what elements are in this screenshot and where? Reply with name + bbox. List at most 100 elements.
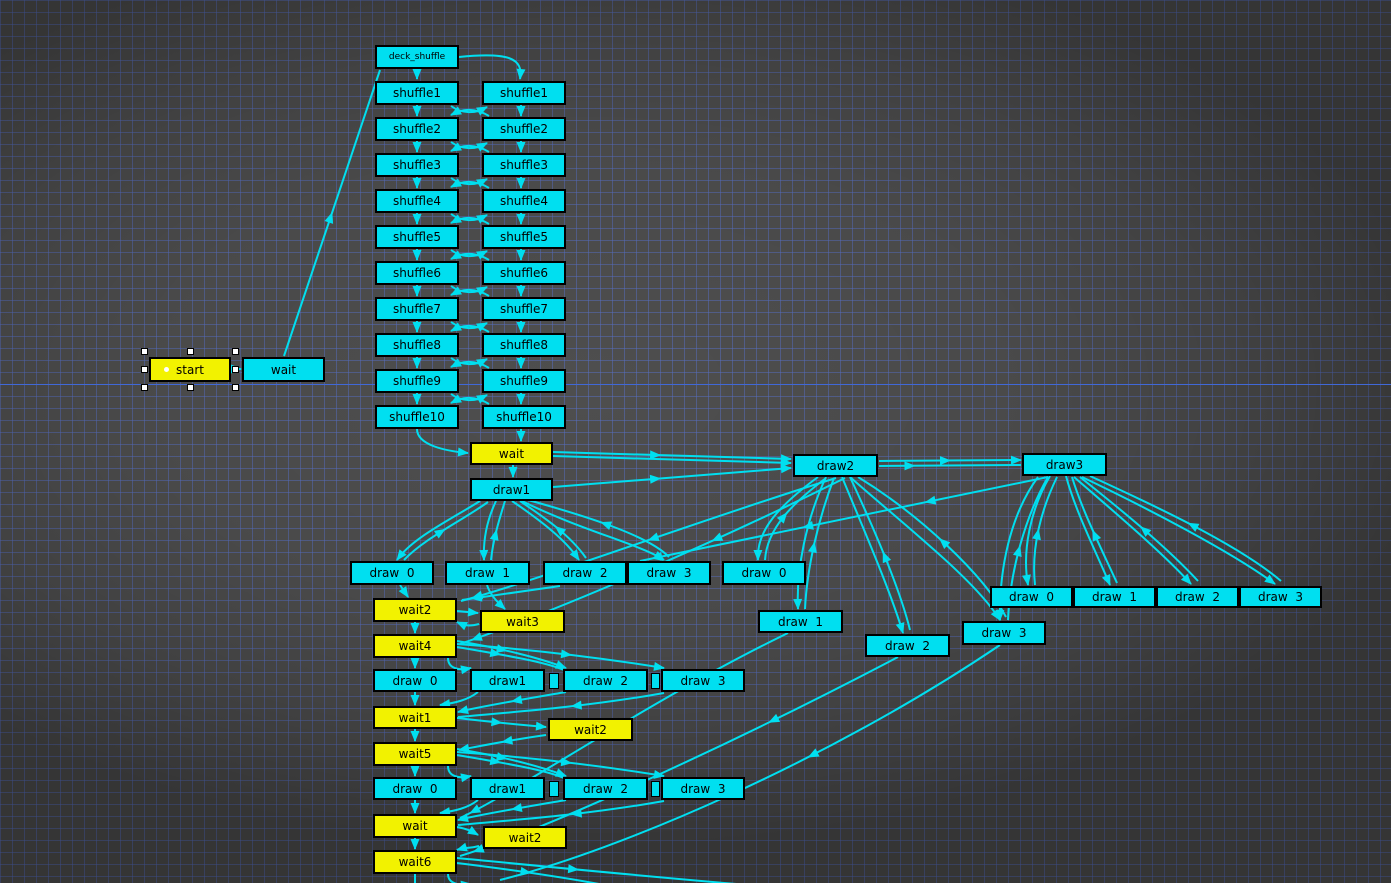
- node-wait2-b[interactable]: wait2: [548, 718, 633, 741]
- node-wait6[interactable]: wait6: [373, 850, 457, 874]
- selection-handle[interactable]: [141, 348, 148, 355]
- node-label: draw 2: [583, 781, 628, 796]
- arrowhead-icon: [489, 756, 502, 766]
- edge-arrow: [1065, 475, 1111, 586]
- node-r1-draw0[interactable]: draw 0: [350, 561, 434, 585]
- arrowhead-icon: [476, 214, 488, 224]
- node-shuffle2-l[interactable]: shuffle2: [375, 117, 459, 141]
- node-wait2-a[interactable]: wait2: [373, 598, 457, 622]
- node-shuffle3-r[interactable]: shuffle3: [482, 153, 566, 177]
- edge-arrow: [1025, 475, 1051, 586]
- node-r1-draw2[interactable]: draw 2: [543, 561, 627, 585]
- node-wait-low[interactable]: wait: [373, 814, 457, 838]
- selection-handle[interactable]: [232, 348, 239, 355]
- node-r2-draw0[interactable]: draw 0: [373, 669, 457, 692]
- arrowhead-icon: [567, 864, 580, 874]
- arrowhead-icon: [412, 214, 422, 225]
- selection-handle[interactable]: [232, 366, 239, 373]
- node-low-draw3[interactable]: draw 3: [962, 621, 1046, 645]
- node-r2-draw1[interactable]: draw1: [470, 669, 545, 692]
- arrowhead-icon: [516, 106, 526, 117]
- node-shuffle10-r[interactable]: shuffle10: [482, 405, 566, 429]
- edge-connector-block: [549, 673, 559, 689]
- node-shuffle10-l[interactable]: shuffle10: [375, 405, 459, 429]
- node-shuffle9-l[interactable]: shuffle9: [375, 369, 459, 393]
- node-shuffle2-r[interactable]: shuffle2: [482, 117, 566, 141]
- node-start[interactable]: start: [149, 357, 231, 382]
- node-label: shuffle2: [392, 122, 442, 136]
- node-rr-draw2[interactable]: draw 2: [1156, 586, 1239, 608]
- arrowhead-icon: [711, 532, 724, 542]
- node-shuffle1-r[interactable]: shuffle1: [482, 81, 566, 105]
- node-rr-draw3[interactable]: draw 3: [1239, 586, 1322, 608]
- node-shuffle4-r[interactable]: shuffle4: [482, 189, 566, 213]
- node-rr-draw1[interactable]: draw 1: [1073, 586, 1156, 608]
- arrowhead-icon: [808, 541, 817, 554]
- node-draw2-main[interactable]: draw2: [793, 454, 878, 477]
- node-wait4[interactable]: wait4: [373, 634, 457, 658]
- edge-arrow: [447, 873, 458, 883]
- node-label: wait4: [398, 639, 432, 653]
- node-wait1[interactable]: wait1: [373, 706, 457, 729]
- edge-arrow: [456, 862, 600, 883]
- node-shuffle9-r[interactable]: shuffle9: [482, 369, 566, 393]
- node-r3-draw0[interactable]: draw 0: [373, 777, 457, 800]
- node-shuffle1-l[interactable]: shuffle1: [375, 81, 459, 105]
- node-label: shuffle10: [389, 410, 445, 424]
- node-label: wait: [402, 819, 428, 833]
- node-mid-draw2[interactable]: draw 2: [865, 634, 950, 657]
- selection-handle[interactable]: [141, 366, 148, 373]
- node-shuffle4-l[interactable]: shuffle4: [375, 189, 459, 213]
- node-deck-shuffle[interactable]: deck_shuffle: [375, 45, 459, 69]
- node-shuffle6-r[interactable]: shuffle6: [482, 261, 566, 285]
- node-shuffle7-r[interactable]: shuffle7: [482, 297, 566, 321]
- node-r3-draw3[interactable]: draw 3: [661, 777, 745, 800]
- node-shuffle8-l[interactable]: shuffle8: [375, 333, 459, 357]
- node-mid-draw1[interactable]: draw 1: [758, 610, 843, 633]
- node-r1-draw1[interactable]: draw 1: [445, 561, 530, 585]
- selection-handle[interactable]: [186, 348, 194, 355]
- node-wait2-c[interactable]: wait2: [483, 826, 567, 849]
- selection-handle[interactable]: [232, 384, 239, 391]
- node-rr-draw0[interactable]: draw 0: [990, 586, 1073, 608]
- node-r1-draw0b[interactable]: draw 0: [722, 561, 806, 585]
- arrowhead-icon: [560, 649, 573, 659]
- selection-handle[interactable]: [141, 384, 148, 391]
- node-r2-draw2[interactable]: draw 2: [563, 669, 648, 692]
- node-shuffle5-l[interactable]: shuffle5: [375, 225, 459, 249]
- arrowhead-icon: [501, 735, 514, 745]
- node-label: shuffle3: [392, 158, 442, 172]
- node-r3-draw1[interactable]: draw1: [470, 777, 545, 800]
- arrowhead-icon: [924, 495, 937, 505]
- arrowhead-icon: [516, 322, 526, 333]
- node-r3-draw2[interactable]: draw 2: [563, 777, 648, 800]
- arrowhead-icon: [433, 528, 446, 539]
- arrowhead-icon: [472, 844, 485, 853]
- node-shuffle7-l[interactable]: shuffle7: [375, 297, 459, 321]
- arrowhead-icon: [439, 699, 451, 709]
- node-label: shuffle3: [499, 158, 549, 172]
- node-label: draw2: [816, 458, 855, 473]
- node-shuffle8-r[interactable]: shuffle8: [482, 333, 566, 357]
- edge-arrow: [878, 464, 1022, 467]
- node-shuffle6-l[interactable]: shuffle6: [375, 261, 459, 285]
- arrowhead-icon: [450, 142, 462, 152]
- node-draw1-main[interactable]: draw1: [470, 478, 553, 501]
- node-wait-mid[interactable]: wait: [470, 442, 553, 465]
- node-label: draw 3: [680, 781, 726, 796]
- selection-handle[interactable]: [186, 384, 194, 391]
- node-wait5[interactable]: wait5: [373, 742, 457, 766]
- node-draw3-main[interactable]: draw3: [1022, 453, 1107, 476]
- arrowhead-icon: [653, 550, 665, 561]
- node-label: draw 2: [583, 673, 628, 688]
- node-r1-draw3[interactable]: draw 3: [627, 561, 711, 585]
- node-r2-draw3[interactable]: draw 3: [661, 669, 745, 692]
- node-shuffle3-l[interactable]: shuffle3: [375, 153, 459, 177]
- node-wait3[interactable]: wait3: [480, 610, 565, 633]
- node-shuffle5-r[interactable]: shuffle5: [482, 225, 566, 249]
- node-label: draw 1: [778, 614, 823, 629]
- arrowhead-icon: [1012, 545, 1022, 558]
- node-wait-top[interactable]: wait: [242, 357, 325, 382]
